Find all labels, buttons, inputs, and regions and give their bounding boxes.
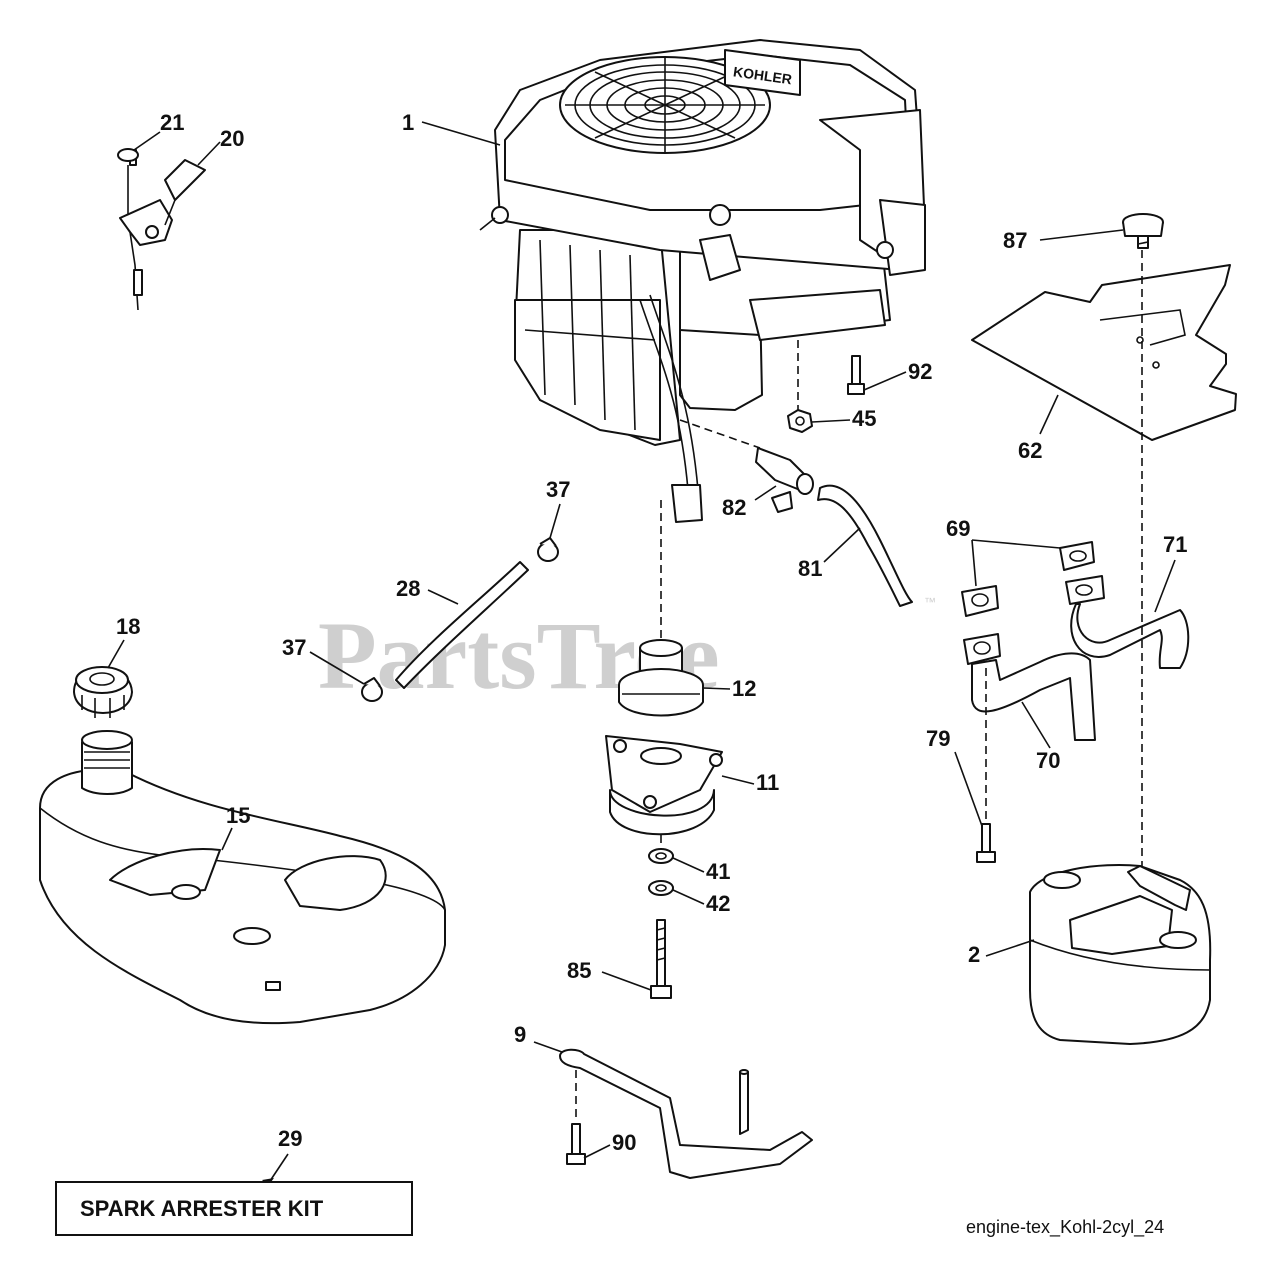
fuel-fitting-82[interactable] xyxy=(755,447,814,513)
watermark-tm: ™ xyxy=(924,595,936,609)
callout-85: 85 xyxy=(567,958,652,991)
svg-text:42: 42 xyxy=(706,891,730,916)
muffler-2[interactable] xyxy=(1029,864,1212,1045)
callout-28: 28 xyxy=(396,576,459,605)
callout-81: 81 xyxy=(798,527,861,581)
svg-text:2: 2 xyxy=(968,942,980,967)
bolt-85[interactable] xyxy=(650,919,672,999)
svg-text:81: 81 xyxy=(798,556,822,581)
spark-arrester-kit-label: SPARK ARRESTER KIT xyxy=(80,1196,324,1221)
svg-text:20: 20 xyxy=(220,126,244,151)
fuel-line-28[interactable] xyxy=(395,561,529,689)
fuel-tank-15[interactable] xyxy=(39,730,446,1025)
clutch-11[interactable] xyxy=(605,735,723,836)
gasket-69-b[interactable] xyxy=(961,585,999,617)
svg-text:9: 9 xyxy=(514,1022,526,1047)
svg-text:79: 79 xyxy=(926,726,950,751)
callout-79: 79 xyxy=(926,726,983,827)
svg-text:45: 45 xyxy=(852,406,876,431)
callout-15: 15 xyxy=(221,803,250,851)
svg-text:62: 62 xyxy=(1018,438,1042,463)
bolt-92[interactable] xyxy=(847,355,865,395)
callout-69: 69 xyxy=(946,516,1061,587)
callout-71: 71 xyxy=(1154,532,1187,613)
svg-text:92: 92 xyxy=(908,359,932,384)
svg-text:82: 82 xyxy=(722,495,746,520)
callout-92: 92 xyxy=(863,359,932,391)
hose-clamp-37-bottom[interactable] xyxy=(361,677,383,702)
callout-1: 1 xyxy=(402,110,501,146)
callout-21: 21 xyxy=(133,110,184,151)
svg-text:1: 1 xyxy=(402,110,414,135)
guide-82 xyxy=(679,419,761,449)
muffler-knob[interactable] xyxy=(1122,213,1164,249)
svg-text:85: 85 xyxy=(567,958,591,983)
callout-29: 29 xyxy=(262,1126,302,1186)
svg-text:37: 37 xyxy=(546,477,570,502)
bolt-90[interactable] xyxy=(566,1123,586,1165)
bolt-79[interactable] xyxy=(976,823,996,863)
svg-text:90: 90 xyxy=(612,1130,636,1155)
callout-11: 11 xyxy=(721,770,779,795)
callout-41: 41 xyxy=(672,857,730,884)
callout-87: 87 xyxy=(1003,228,1124,253)
callout-9: 9 xyxy=(514,1022,563,1053)
svg-text:41: 41 xyxy=(706,859,730,884)
callout-20: 20 xyxy=(197,126,244,166)
svg-text:87: 87 xyxy=(1003,228,1027,253)
svg-text:11: 11 xyxy=(756,770,779,795)
engine[interactable]: KOHLER xyxy=(479,39,926,523)
svg-text:70: 70 xyxy=(1036,748,1060,773)
nut-45[interactable] xyxy=(787,409,813,433)
spark-arrester-kit-box: SPARK ARRESTER KIT xyxy=(55,1181,413,1236)
pulley-12[interactable] xyxy=(618,639,704,717)
svg-text:28: 28 xyxy=(396,576,420,601)
svg-text:69: 69 xyxy=(946,516,970,541)
washer-41[interactable] xyxy=(648,848,674,864)
svg-text:18: 18 xyxy=(116,614,140,639)
callout-62: 62 xyxy=(1018,394,1059,463)
callout-45: 45 xyxy=(811,406,876,431)
bracket-9[interactable] xyxy=(559,1048,813,1179)
callout-90: 90 xyxy=(583,1130,636,1159)
diagram-filename: engine-tex_Kohl-2cyl_24 xyxy=(966,1217,1164,1238)
washer-42[interactable] xyxy=(648,880,674,896)
svg-text:29: 29 xyxy=(278,1126,302,1151)
muffler-shield[interactable] xyxy=(971,264,1237,441)
callout-70: 70 xyxy=(1021,701,1060,773)
callout-2: 2 xyxy=(968,939,1035,967)
hose-clamp-37-top[interactable] xyxy=(537,537,559,562)
callout-37-top: 37 xyxy=(546,477,570,539)
callout-37-bottom: 37 xyxy=(282,635,365,685)
fuel-hose-81[interactable] xyxy=(817,484,913,607)
exhaust-pipe-70[interactable] xyxy=(963,633,1096,741)
callout-82: 82 xyxy=(722,485,777,520)
svg-text:21: 21 xyxy=(160,110,184,135)
svg-text:37: 37 xyxy=(282,635,306,660)
gasket-69-a[interactable] xyxy=(1059,541,1095,571)
svg-text:15: 15 xyxy=(226,803,250,828)
choke-control[interactable] xyxy=(117,148,206,311)
fuel-cap-18[interactable] xyxy=(73,666,133,718)
svg-text:12: 12 xyxy=(732,676,756,701)
exhaust-pipe-71[interactable] xyxy=(1065,575,1190,669)
svg-text:71: 71 xyxy=(1163,532,1187,557)
callout-12: 12 xyxy=(702,676,756,701)
callout-42: 42 xyxy=(672,889,730,916)
callout-18: 18 xyxy=(107,614,140,669)
